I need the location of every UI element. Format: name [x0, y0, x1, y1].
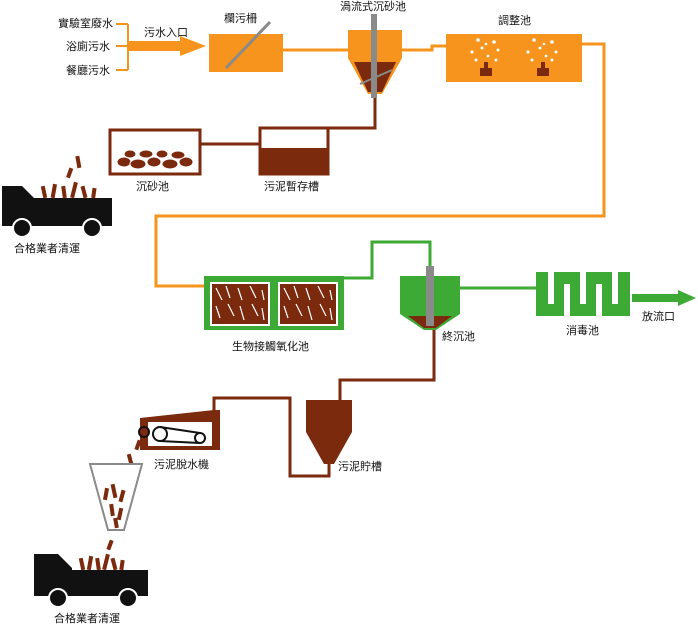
final-clarifier-label: 終沉池	[442, 330, 475, 343]
sludge-temp-label: 污泥暫存槽	[264, 180, 319, 193]
sludge-storage-tank	[306, 400, 352, 464]
dewatering-machine	[138, 410, 220, 450]
disinfection-tank	[536, 272, 630, 316]
input-restroom-sewage: 浴廁污水	[66, 40, 110, 53]
sludge-storage-label: 污泥貯槽	[338, 460, 382, 473]
input-lab-wastewater: 實驗室廢水	[58, 17, 113, 30]
sludge-temp-tank	[258, 126, 330, 176]
input-bracket	[116, 23, 129, 71]
pipe-equalization-to-bio	[154, 42, 606, 288]
discharge-arrow	[632, 290, 696, 306]
truck-top	[2, 155, 112, 238]
discharge-label: 放流口	[642, 310, 675, 323]
disinfection-label: 消毒池	[566, 324, 599, 337]
input-cafeteria-sewage: 餐廳污水	[66, 64, 110, 77]
aeration-bubbles	[470, 38, 558, 62]
pipe-vortex-to-equalization	[402, 44, 446, 52]
truck-bottom	[34, 539, 148, 608]
equalization-label: 調整池	[498, 14, 531, 27]
bar-screen-tank	[209, 20, 283, 72]
sludge-hopper	[88, 463, 144, 531]
vortex-grit-chamber	[348, 14, 402, 98]
bio-contact-tank	[204, 276, 344, 330]
screen-label: 欄污柵	[224, 12, 257, 25]
bio-contact-label: 生物接觸氧化池	[232, 340, 309, 353]
equalization-tank	[446, 34, 582, 82]
vortex-grit-label: 渦流式沉砂池	[340, 0, 406, 13]
contractor-top-label: 合格業者清運	[14, 242, 80, 255]
inlet-arrow	[128, 36, 206, 56]
pipe-clarifier-sludge	[338, 330, 436, 400]
pipe-storage-to-dewatering	[212, 396, 331, 478]
inlet-label: 污水入口	[144, 26, 188, 39]
final-clarifier	[400, 266, 460, 330]
dewatering-label: 污泥脫水機	[154, 458, 209, 471]
grit-tank	[108, 128, 202, 176]
contractor-bottom-label: 合格業者清運	[54, 612, 120, 625]
grit-tank-label: 沉砂池	[136, 180, 169, 193]
pipe-bio-to-clarifier	[344, 240, 432, 280]
pipe-vortex-sludge	[328, 98, 377, 130]
